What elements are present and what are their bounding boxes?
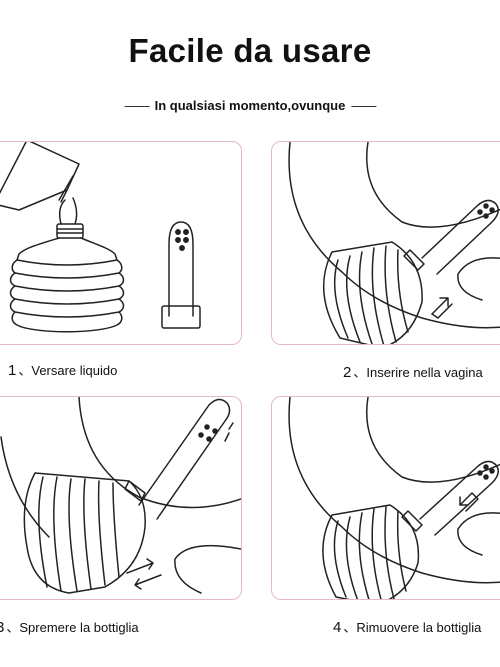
nozzle	[421, 199, 499, 275]
subtitle-text: In qualsiasi momento,ovunque	[154, 98, 346, 113]
page-subtitle: —— In qualsiasi momento,ovunque ——	[0, 98, 500, 113]
body-outline	[288, 397, 500, 584]
bottle	[23, 472, 146, 594]
step-3-caption: 3、Spremere la bottiglia	[0, 619, 139, 636]
arrow-icon	[431, 297, 453, 319]
step-4-illustration	[271, 396, 500, 600]
body-outline	[288, 142, 500, 329]
nozzle	[161, 221, 201, 329]
squeeze-arrows-icon	[126, 558, 162, 590]
pour-container	[0, 142, 80, 211]
page-title: Facile da usare	[128, 32, 372, 69]
right-dash: ——	[351, 98, 376, 113]
nozzle	[138, 398, 234, 520]
step-1-illustration	[0, 141, 242, 345]
bottle	[322, 504, 423, 599]
step-3-illustration	[0, 396, 242, 600]
arrow-icon	[459, 492, 479, 512]
bellows-bottle	[9, 237, 125, 333]
step-2-caption: 2、Inserire nella vagina	[343, 364, 483, 381]
nozzle	[419, 460, 499, 536]
step-4-caption: 4、Rimuovere la bottiglia	[333, 619, 482, 636]
step-1-caption: 1、Versare liquido	[8, 362, 118, 379]
step-2-illustration	[271, 141, 500, 345]
bottle	[322, 241, 425, 344]
left-dash: ——	[124, 98, 150, 113]
body-outline	[78, 397, 241, 509]
